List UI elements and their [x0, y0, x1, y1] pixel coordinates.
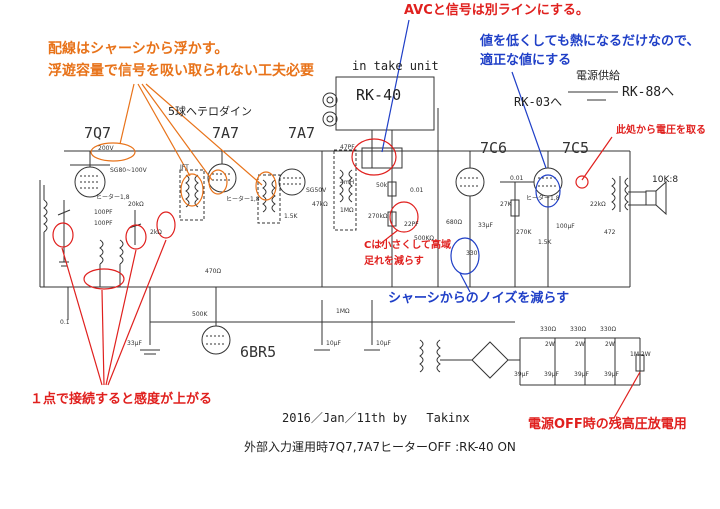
avc-pointer [381, 19, 410, 153]
comp-r27k: 27K [500, 201, 512, 208]
tube-label-7a7-2: 7A7 [288, 124, 316, 142]
comp-r330-c: 330Ω [600, 326, 617, 333]
comp-r330: 330 [466, 250, 478, 257]
comp-33uf-1: 33μF [478, 222, 493, 229]
label-in-take-unit: in take unit [352, 59, 439, 73]
tube-label-7c6: 7C6 [480, 139, 508, 157]
comp-500k: 500KΩ [414, 235, 434, 242]
annotation-c-small-1: Cは小さくして高域 [364, 240, 452, 251]
tube-7c6-symbol [455, 167, 485, 197]
comp-heater-2: ヒーター1,8 [226, 196, 260, 203]
comp-2w-b: 2W [575, 341, 585, 348]
comp-r50k: 50k [376, 182, 388, 189]
footer-note: 外部入力運用時7Q7,7A7ヒーターOFF :RK-40 ON [244, 440, 516, 454]
comp-c33uf-2: 33μF [127, 340, 142, 347]
comp-4mh: 4mH [340, 179, 355, 186]
tube-label-7c5: 7C5 [562, 139, 590, 157]
comp-c10uf-2: 10μF [376, 340, 391, 347]
comp-r1m: 1MΩ [340, 207, 354, 214]
comp-r1m-2w: 1M 2W [630, 351, 651, 358]
comp-r330-a: 330Ω [540, 326, 557, 333]
comp-heater-3: ヒーター1,8 [526, 195, 560, 202]
annotation-value-2: 適正な値にする [480, 53, 572, 68]
tube-label-6br5: 6BR5 [240, 343, 277, 361]
bridge-rectifier [471, 341, 509, 379]
value-pointer [511, 71, 547, 169]
comp-2w-a: 2W [545, 341, 555, 348]
annotation-chassis-noise: シャーシからのノイズを減らす [388, 291, 570, 306]
annotation-c-small-2: 足れを減らす [364, 256, 424, 267]
comp-c39-d: 39μF [604, 371, 619, 378]
comp-r500k: 500K [192, 311, 208, 318]
annotation-wiring-1: 配線はシャーシから浮かす。 [48, 41, 229, 57]
label-rk40: RK-40 [356, 86, 402, 104]
comp-r330-b: 330Ω [570, 326, 587, 333]
comp-c001-b: 0.01 [510, 175, 524, 182]
comp-ift: IFT [180, 164, 189, 171]
annotation-power-source: 此処から電圧を取る [616, 125, 706, 136]
comp-c39-b: 39μF [544, 371, 559, 378]
comp-100pf-1: 100PF [94, 209, 113, 216]
tube-6br5-symbol [201, 325, 231, 355]
comp-r1m-2: 1MΩ [336, 308, 350, 315]
comp-c47pf: 47PF [340, 144, 355, 151]
comp-r680: 680Ω [446, 219, 463, 226]
tube-7a7-1-symbol [207, 163, 237, 193]
comp-c01: 0.1 [60, 319, 70, 326]
annotation-single-point: １点で接続すると感度が上がる [30, 392, 213, 407]
label-rk88: RK-88へ [622, 85, 675, 100]
comp-r270k: 270kΩ [368, 213, 388, 220]
comp-heater-1: ヒーター1,8 [96, 194, 130, 201]
comp-r470: 470Ω [205, 268, 222, 275]
comp-c22pf: 22PF [404, 221, 419, 228]
comp-r2k: 2kΩ [150, 229, 162, 236]
comp-c39-c: 39μF [574, 371, 589, 378]
comp-2w-c: 2W [605, 341, 615, 348]
annotation-power-off: 電源OFF時の残高圧放電用 [528, 417, 687, 432]
comp-r20k: 20kΩ [128, 201, 144, 208]
comp-sg80: SG80~100V [110, 167, 147, 174]
tube-label-7q7: 7Q7 [84, 124, 112, 142]
comp-r15k: 1.5K [284, 213, 298, 220]
label-superhet: 5球ヘテロダイン [168, 105, 252, 118]
comp-100pf-2: 100PF [94, 220, 113, 227]
comp-r22k: 22kΩ [590, 201, 606, 208]
annotation-value-1: 値を低くしても熱になるだけなので、 [480, 34, 700, 49]
annotation-avc: AVCと信号は別ラインにする。 [404, 3, 589, 18]
comp-r47k: 47kΩ [312, 201, 328, 208]
comp-speaker: 10K:8 [652, 175, 679, 185]
annotation-wiring-2: 浮遊容量で信号を吸い取られない工夫必要 [48, 63, 314, 79]
comp-200v: 200V [98, 145, 114, 152]
comp-c001-a: 0.01 [410, 187, 424, 194]
comp-c10uf-1: 10μF [326, 340, 341, 347]
comp-r15k-2: 1.5K [538, 239, 552, 246]
tube-label-7a7-1: 7A7 [212, 124, 240, 142]
comp-r270k-2: 270K [516, 229, 532, 236]
comp-sg50: SG50V [306, 187, 327, 194]
tube-7a7-2-symbol [278, 168, 306, 196]
comp-c39-a: 39μF [514, 371, 529, 378]
rk40-output-circle [351, 138, 397, 176]
label-rk03: RK-03へ [514, 95, 563, 109]
label-power-supply: 電源供給 [576, 69, 620, 82]
chassis-noise-circle [450, 237, 480, 275]
comp-r472: 472 [604, 229, 616, 236]
footer-date: 2016／Jan／11th by Takinx [282, 411, 470, 425]
speaker-icon [645, 190, 657, 206]
comp-100uf: 100μF [556, 223, 575, 230]
